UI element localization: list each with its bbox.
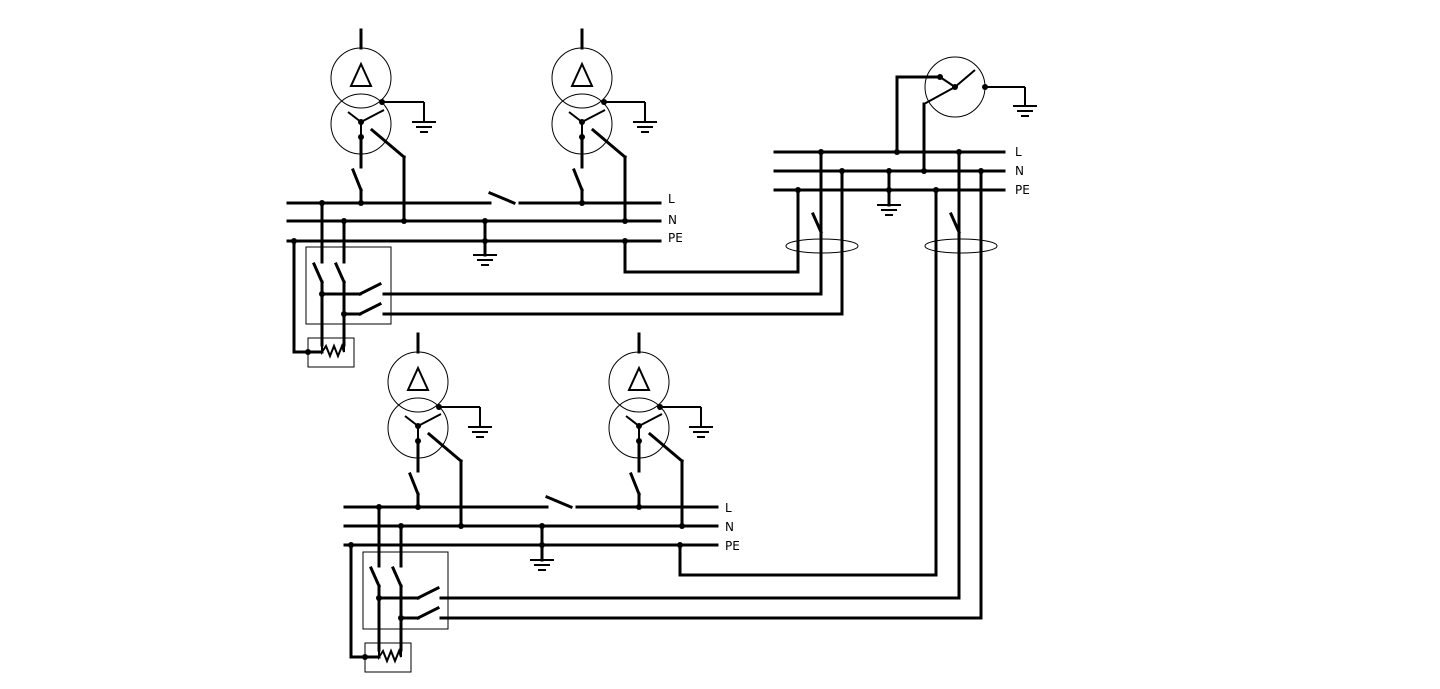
protection-device-box [362,551,449,630]
transformer-1 [330,28,436,223]
switch-icon [408,472,420,496]
dist-label-n: N [1015,164,1024,178]
switch-icon [312,262,324,284]
transformer-5 [895,56,1037,173]
current-transformer-ring [924,238,998,254]
resistor-zigzag-icon [321,343,345,359]
ground-icon [689,426,713,438]
system-a: L N PE [286,28,844,368]
bus-b-label-n: N [725,520,734,534]
bus-tie-switch-a [488,191,516,205]
protection-device-box [305,246,392,325]
delta-symbol [627,365,651,391]
delta-symbol [570,61,594,87]
ground-icon [877,204,901,216]
bus-b-label-l: L [725,501,732,515]
switch-icon [811,212,823,234]
switch-icon [357,281,383,297]
transformer-4 [608,332,713,528]
ground-icon [633,121,657,133]
bus-a-label-n: N [668,213,677,227]
dist-label-l: L [1015,145,1022,159]
switch-icon [629,472,641,496]
distribution-system: L N PE [773,56,1037,254]
switch-icon [415,585,441,601]
delta-symbol [406,365,430,391]
ground-icon [530,559,554,571]
switch-icon [369,566,381,588]
resistor-zigzag-icon [378,648,402,664]
switch-icon [572,168,584,192]
bus-a-label-l: L [668,192,675,206]
transformer-2 [551,28,657,223]
delta-symbol [349,61,373,87]
bus-a-label-pe: PE [668,231,683,245]
ground-icon [468,426,492,438]
ground-icon [1013,105,1037,117]
transformer-3 [387,332,492,528]
switch-icon [391,566,403,588]
switch-icon [351,168,363,192]
ground-icon [412,121,436,133]
ground-icon [473,254,497,266]
switch-icon [949,212,961,234]
current-transformer-ring [785,238,859,254]
system-b: L N PE [343,150,983,673]
dist-label-pe: PE [1015,183,1030,197]
switch-icon [357,301,383,317]
switch-icon [415,605,441,621]
bus-b-label-pe: PE [725,539,740,553]
switch-icon [334,262,346,284]
bus-tie-switch-b [545,495,573,509]
